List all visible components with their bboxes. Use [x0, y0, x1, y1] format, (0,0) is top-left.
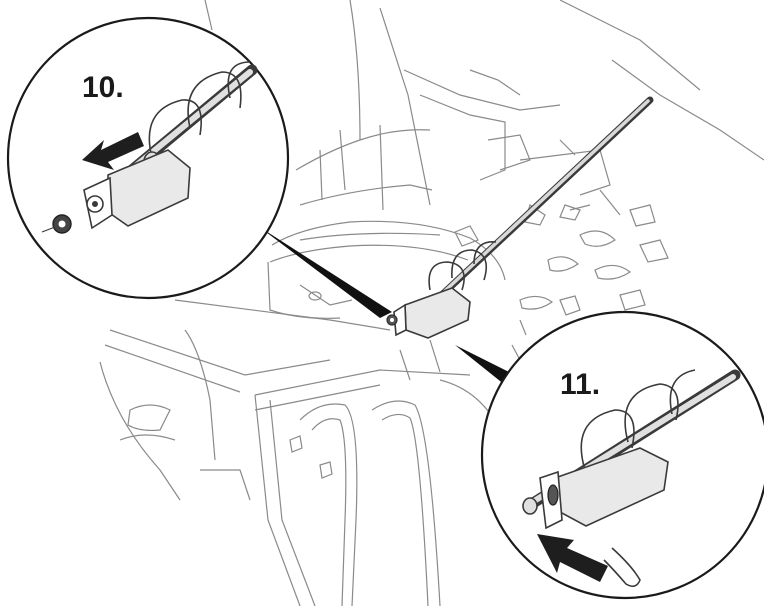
main-rod-assembly [386, 96, 654, 339]
callout-step-11: 11. [480, 310, 764, 600]
step-10-label: 10. [82, 71, 124, 104]
step-11-label: 11. [560, 368, 600, 401]
callout-pointers [258, 226, 515, 385]
machine-background [99, 0, 764, 606]
arrow-left-icon [82, 132, 144, 170]
arrow-right-icon [537, 534, 608, 582]
callout-step-10: 10. [6, 16, 290, 300]
